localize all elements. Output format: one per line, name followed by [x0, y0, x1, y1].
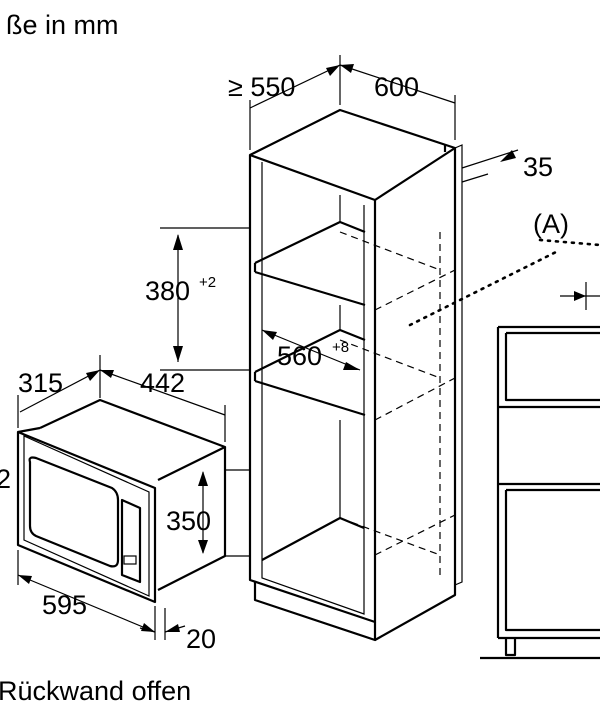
microwave-dimensions [17, 355, 250, 640]
label-niche-height: 380 [145, 276, 190, 306]
detail-a [408, 238, 600, 660]
label-front-width: 595 [42, 590, 87, 620]
label-cabinet-width: 600 [374, 72, 419, 102]
label-niche-height-tolerance: +2 [199, 274, 216, 291]
label-front-depth: 20 [186, 624, 216, 654]
tall-cabinet [248, 108, 463, 642]
microwave [16, 398, 227, 604]
label-niche-width: 560 [277, 341, 322, 371]
heading-title: ße in mm [6, 10, 119, 40]
label-microwave-depth: 315 [18, 368, 63, 398]
label-detail-a: (A) [533, 209, 569, 239]
label-microwave-height: 350 [166, 506, 211, 536]
label-niche-width-tolerance: +8 [332, 339, 349, 356]
cabinet-dimensions [160, 55, 519, 371]
label-partial-dimension: 2 [0, 464, 11, 494]
label-microwave-width: 442 [140, 368, 185, 398]
label-side-offset: 35 [523, 152, 553, 182]
footer-note: Rückwand offen [0, 676, 191, 706]
label-depth-min: ≥ 550 [228, 72, 295, 102]
